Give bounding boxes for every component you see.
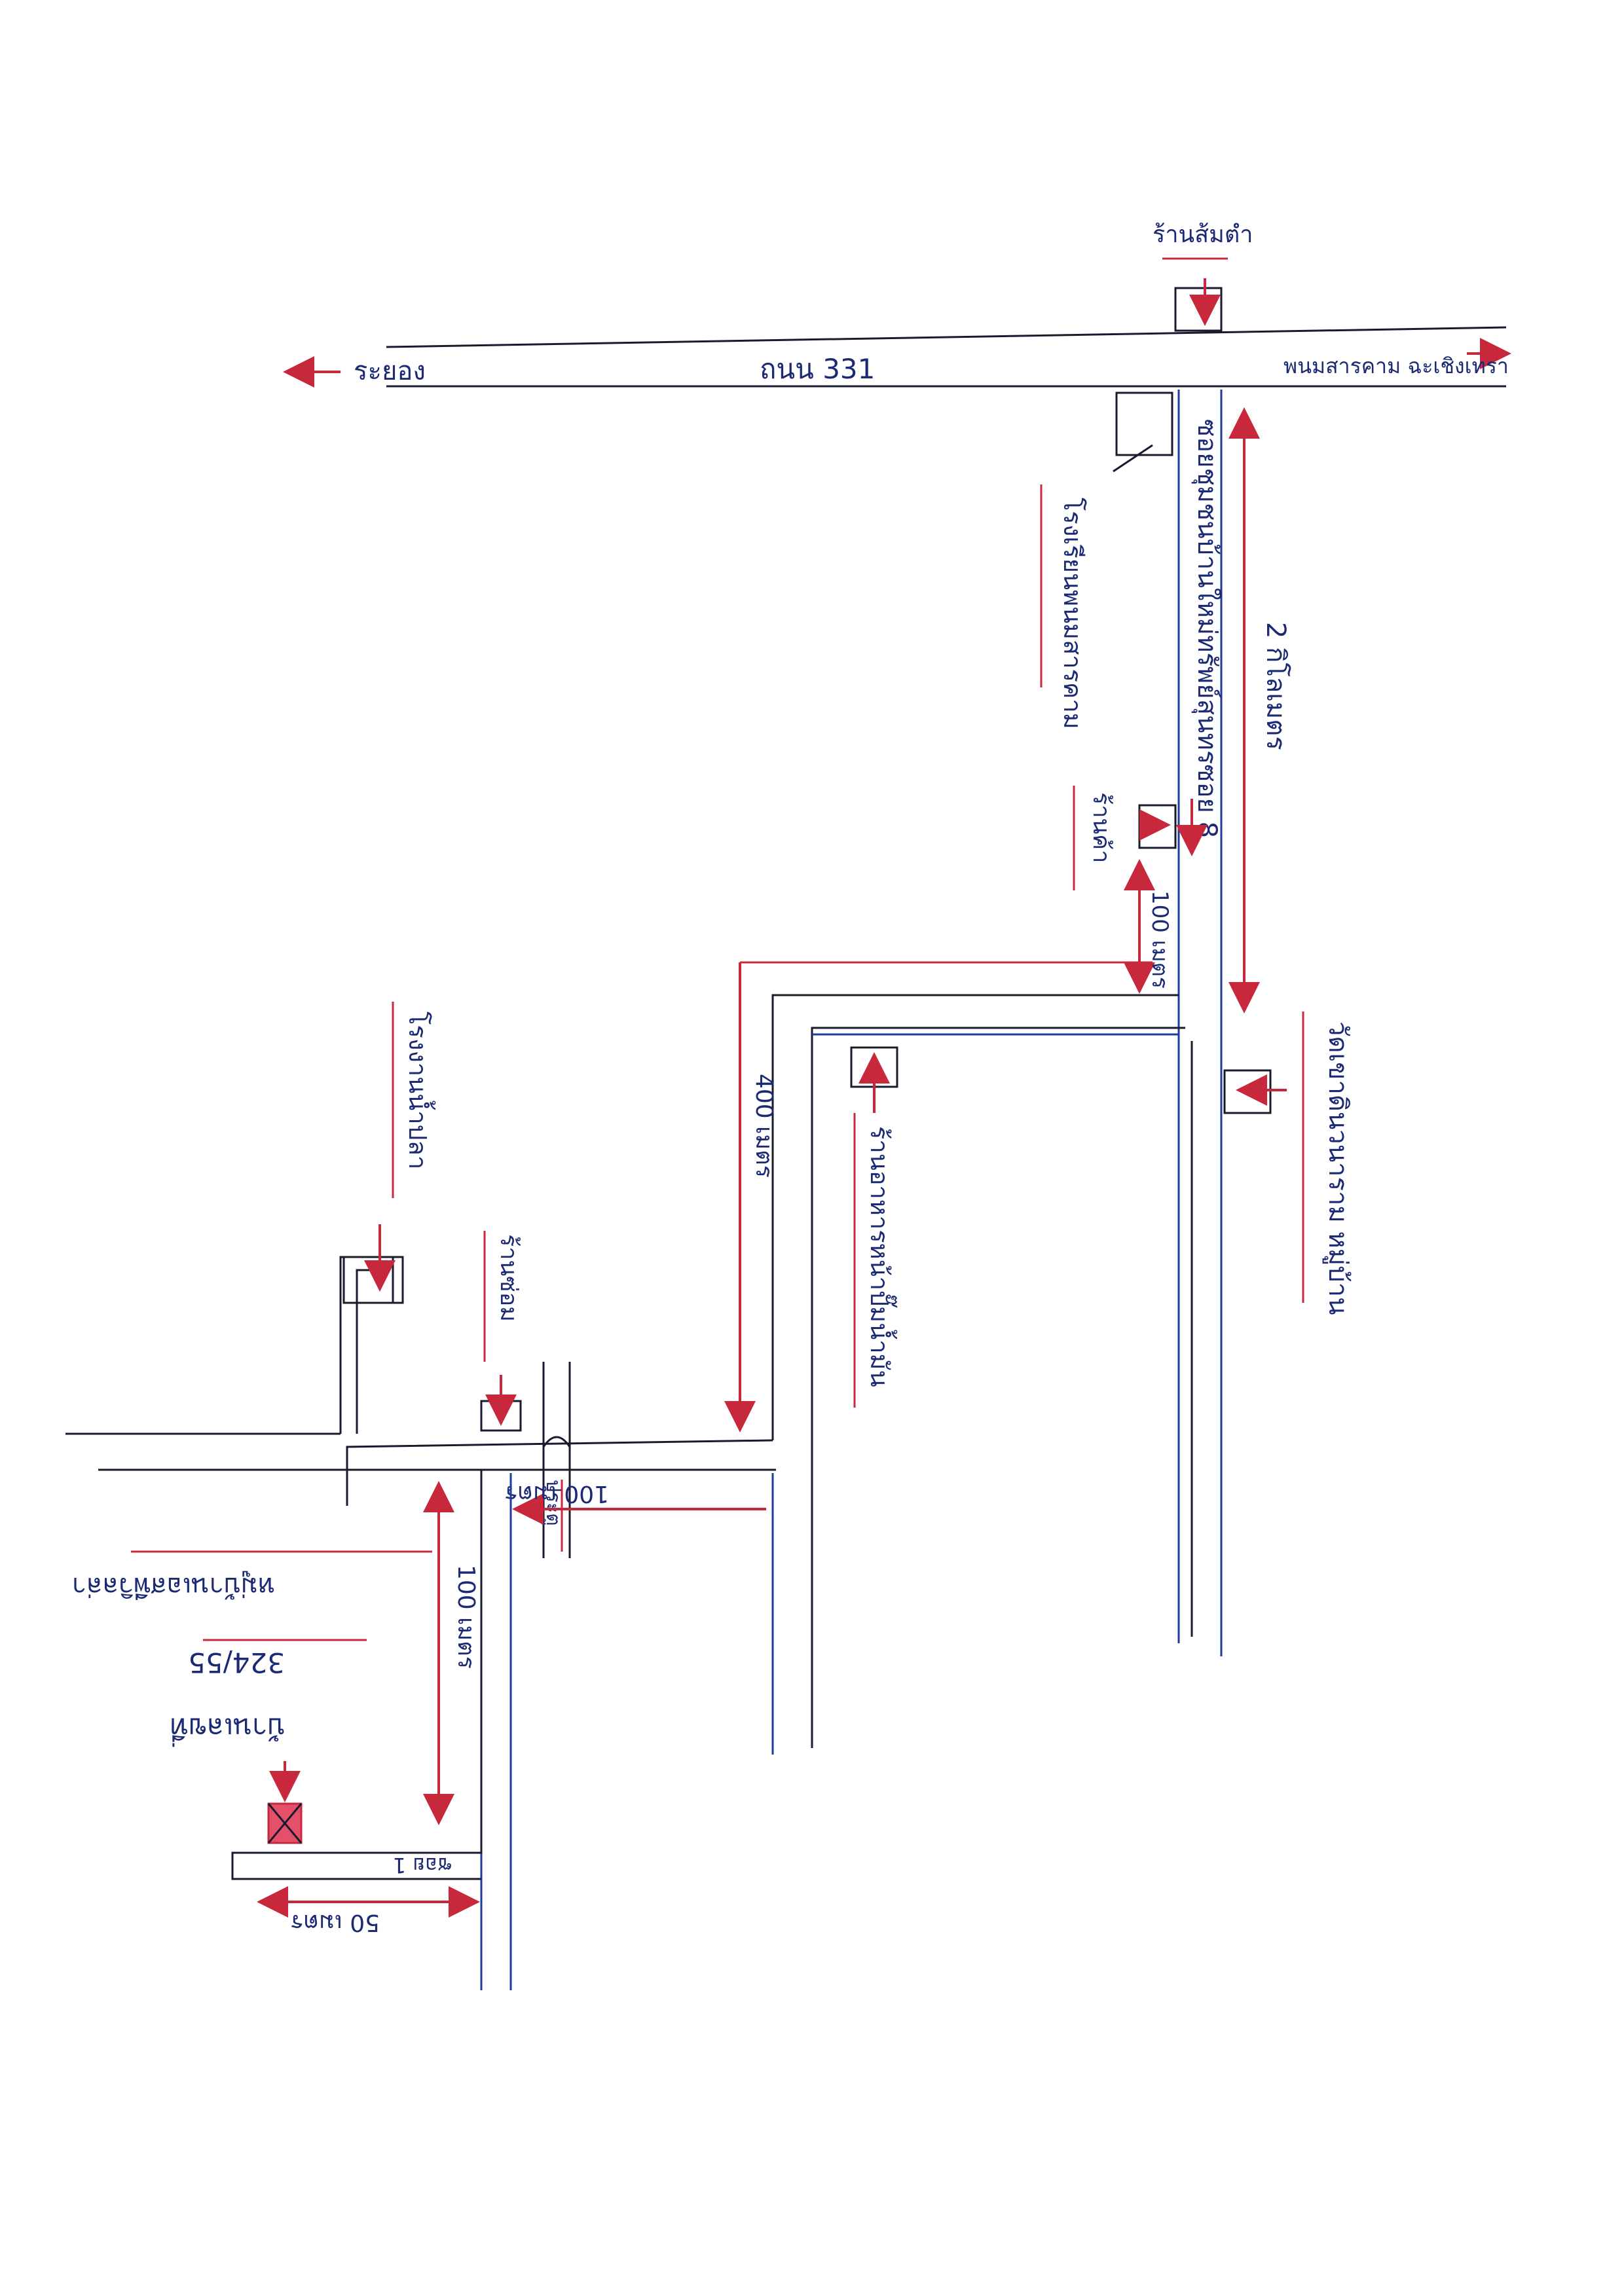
- school-label: โรงเรียนพนมสารคาม: [1058, 498, 1087, 729]
- connector-road-upper: [346, 994, 1185, 1748]
- right-destination: พนมสารคาม ฉะเชิงเทรา: [1283, 338, 1511, 378]
- house-corner-marker: ร้านอาหารหน้าปั๊มน้ำมัน: [850, 1046, 898, 1408]
- connector-1-label: 100 เมตร: [1147, 890, 1173, 989]
- right-destination-label: พนมสารคาม ฉะเชิงเทรา: [1283, 354, 1509, 378]
- final-soi-distance: 100 เมตร: [423, 1481, 479, 1825]
- highway-331: [386, 326, 1507, 388]
- connector-1-distance: 100 เมตร: [1124, 859, 1173, 994]
- top-shop-label: ร้านส้มตำ: [1153, 221, 1253, 248]
- shop-100m-label: ร้านค้า: [1088, 792, 1115, 863]
- connector-3-distance: 100 เมตร: [505, 1480, 766, 1525]
- left-shop-marker: โรงงานน้ำปลา: [342, 1002, 436, 1304]
- destination-label: บ้านเลขที่: [170, 1712, 285, 1747]
- main-soi-road: [1177, 390, 1223, 1656]
- main-soi-label: ซอยชุมชนบ้านใหม่ทรัพย์สุนทรซอย 8: [1191, 419, 1223, 838]
- destination-marker: [267, 1761, 303, 1844]
- soi-1-label: ซอย 1: [393, 1853, 452, 1878]
- final-distance-label: 50 เมตร: [291, 1909, 380, 1936]
- temple-label: วัดเขาดินวนาราม หมู่บ้าน: [1323, 1021, 1353, 1315]
- connector-2-label: 400 เมตร: [750, 1074, 777, 1178]
- left-shop-label: โรงงานน้ำปลา: [403, 1011, 436, 1169]
- highway-label: ถนน 331: [760, 353, 875, 385]
- house-number-label: 324/55: [188, 1647, 285, 1679]
- temple-marker: วัดเขาดินวนาราม หมู่บ้าน: [1223, 1011, 1353, 1315]
- gate-label: ประตู: [542, 1480, 564, 1526]
- left-destination: ระยอง: [283, 356, 426, 388]
- house-corner-label: ร้านอาหารหน้าปั๊มน้ำมัน: [865, 1126, 898, 1387]
- soi-1-road: [231, 1470, 483, 1880]
- connector-4-label: 100 เมตร: [452, 1565, 479, 1669]
- connector-road-lower: [771, 1033, 1179, 1755]
- connector-3-label: 100 เมตร: [505, 1480, 609, 1507]
- lower-cross-road: [65, 1256, 776, 1471]
- beside-shop-marker: ร้านซ่อม: [480, 1231, 522, 1432]
- school-marker: โรงเรียนพนมสารคาม: [1040, 392, 1173, 729]
- shop-100m-marker: ร้านค้า: [1073, 786, 1177, 890]
- connector-2-distance: 400 เมตร: [724, 961, 1153, 1432]
- gate-marker: ประตู: [542, 1362, 571, 1558]
- beside-shop-label: ร้านซ่อม: [495, 1234, 522, 1322]
- main-soi-distance-label: 2 กิโลเมตร: [1261, 622, 1291, 750]
- final-soi-road: [480, 1470, 512, 1990]
- main-soi-distance: 2 กิโลเมตร: [1228, 407, 1291, 1013]
- destination-detail-label: หมู่บ้านเอสพีวิลล่า: [72, 1571, 275, 1601]
- destination-label-block: บ้านเลขที่ 324/55 หมู่บ้านเอสพีวิลล่า: [72, 1550, 432, 1747]
- top-shop-marker: ร้านส้มตำ: [1153, 221, 1253, 332]
- left-destination-label: ระยอง: [354, 356, 426, 386]
- final-distance: 50 เมตร: [257, 1886, 480, 1936]
